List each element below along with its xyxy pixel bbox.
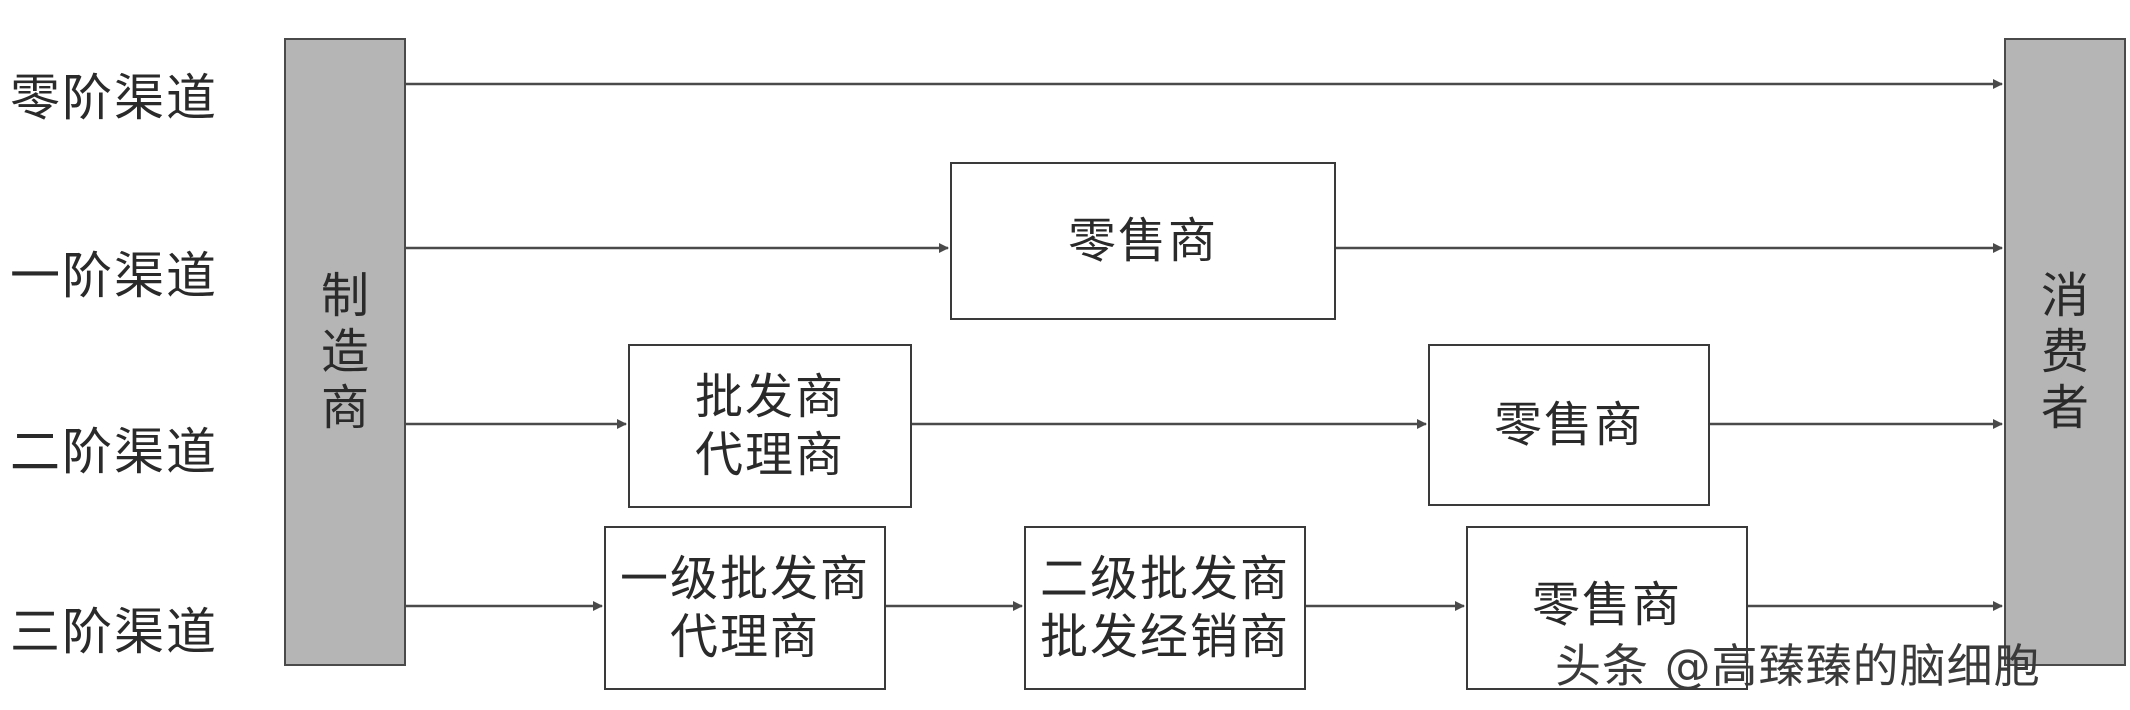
watermark: 头条 @高臻臻的脑细胞 [1555, 639, 2041, 693]
consumer-label: 消 费 者 [2040, 268, 2089, 436]
row-label-one-level: 一阶渠道 [10, 247, 218, 305]
node-retailer-row1: 零售商 [950, 162, 1336, 320]
consumer-bar [2004, 38, 2126, 666]
row-label-zero-level: 零阶渠道 [10, 69, 218, 127]
node-first-level-wholesaler: 一级批发商 代理商 [604, 526, 886, 690]
row-label-three-level: 三阶渠道 [10, 603, 218, 661]
manufacturer-bar [284, 38, 406, 666]
manufacturer-label: 制 造 商 [320, 268, 369, 436]
node-second-level-wholesaler: 二级批发商 批发经销商 [1024, 526, 1306, 690]
node-retailer-row3: 零售商 [1466, 526, 1748, 690]
row-label-two-level: 二阶渠道 [10, 423, 218, 481]
node-retailer-row2: 零售商 [1428, 344, 1710, 506]
node-wholesaler-agent-row2: 批发商 代理商 [628, 344, 912, 508]
